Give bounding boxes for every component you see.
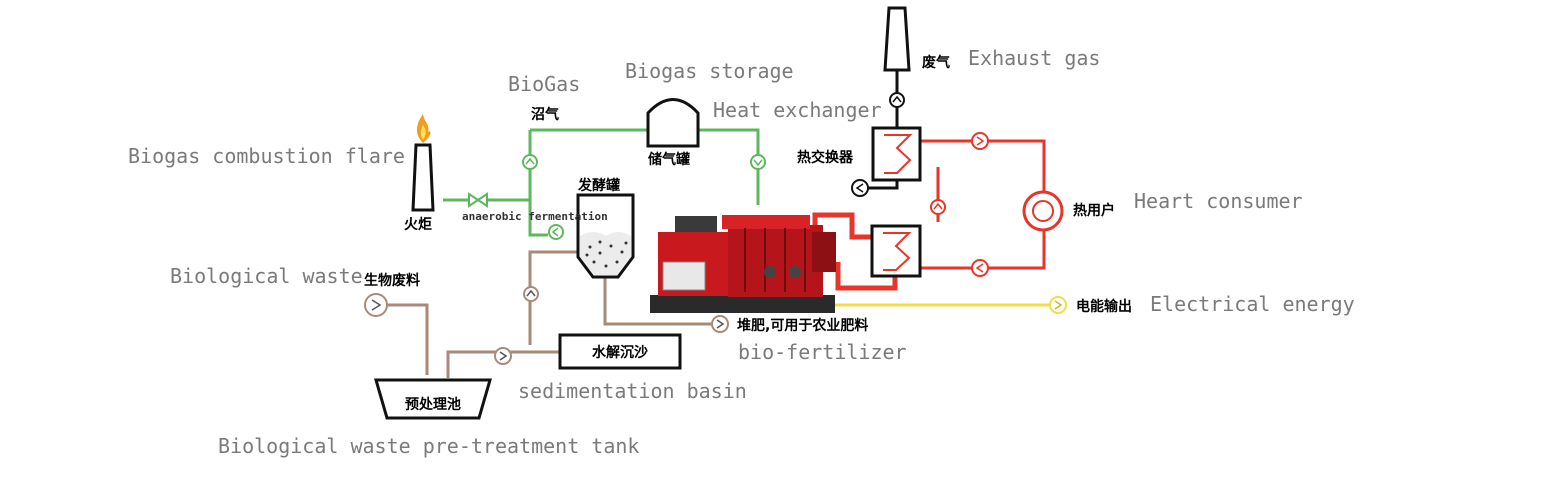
fermenter-label-cn: 发酵罐 <box>577 177 620 194</box>
hydrolysis-label-cn: 水解沉沙 <box>592 344 648 361</box>
heat-consumer-label-en: Heart consumer <box>1134 189 1303 213</box>
bio-waste-label-cn: 生物废料 <box>364 272 420 289</box>
pretreatment-tank <box>374 378 492 420</box>
heat-exchanger-lower <box>870 224 922 278</box>
flow-indicator-icon <box>1049 296 1067 314</box>
flow-indicator-icon <box>711 315 729 333</box>
flow-indicator-icon <box>851 179 869 197</box>
bio-waste-label-en: Biological waste <box>170 264 363 288</box>
flow-indicator-icon <box>364 293 388 317</box>
exhaust-stack <box>883 6 911 72</box>
storage-label-cn: 储气罐 <box>647 151 690 168</box>
biogas-storage-tank <box>646 98 700 148</box>
heat-pipes <box>812 139 1046 291</box>
flow-indicator-icon <box>930 199 946 215</box>
anaerobic-label: anaerobic fermentation <box>462 210 608 223</box>
fertilizer-label-en: bio-fertilizer <box>738 340 907 364</box>
exhaust-label-en: Exhaust gas <box>968 46 1100 70</box>
compost-label-cn: 堆肥,可用于农业肥料 <box>737 317 868 334</box>
flow-indicator-icon <box>522 154 538 170</box>
electric-label-en: Electrical energy <box>1150 292 1355 316</box>
flow-indicator-icon <box>523 286 539 302</box>
sedimentation-label-en: sedimentation basin <box>518 379 747 403</box>
biogas-label-en: BioGas <box>508 72 580 96</box>
exhaust-label-cn: 废气 <box>922 54 950 71</box>
flow-indicator-icon <box>971 259 989 277</box>
electric-label-cn: 电能输出 <box>1076 298 1132 315</box>
flare-label-cn: 火炬 <box>404 216 432 233</box>
heat-consumer-label-cn: 热用户 <box>1073 202 1115 219</box>
heat-exchanger-upper <box>871 126 922 182</box>
storage-label-en: Biogas storage <box>625 59 794 83</box>
heat-consumer-icon <box>1022 190 1064 232</box>
flare-stack <box>411 114 435 212</box>
waste-pipes <box>387 250 722 378</box>
pretreat-label-en: Biological waste pre-treatment tank <box>218 434 639 458</box>
fermentation-tank <box>576 193 635 279</box>
flow-indicator-icon <box>750 154 766 170</box>
flow-indicator-icon <box>494 347 512 365</box>
flare-label-en: Biogas combustion flare <box>128 144 405 168</box>
flow-indicator-icon <box>889 92 905 108</box>
heat-exchanger-label-en: Heat exchanger <box>713 98 882 122</box>
sedimentation-basin <box>558 333 682 370</box>
generator-set <box>650 215 836 313</box>
pretreat-label-cn: 预处理池 <box>405 396 461 413</box>
heat-exchanger-label-cn: 热交换器 <box>797 149 854 166</box>
flow-indicator-icon <box>548 224 564 240</box>
biogas-label-cn: 沼气 <box>531 106 559 123</box>
flow-indicator-icon <box>971 132 989 150</box>
valve-icon[interactable] <box>468 192 488 208</box>
